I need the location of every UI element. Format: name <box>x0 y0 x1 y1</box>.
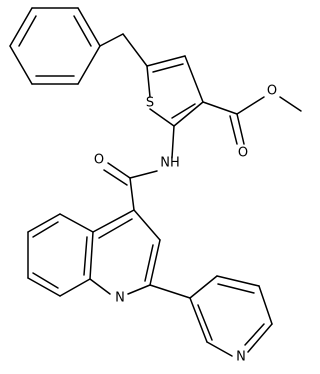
ester-carbonyl-oxygen-label: O <box>238 146 248 161</box>
benzyl-phenyl-ring <box>9 7 101 85</box>
amide-linkage <box>103 125 175 211</box>
sulfur-atom-label: S <box>146 96 154 111</box>
quinoline-benzo-ring <box>27 213 94 297</box>
thiophene-ring <box>146 55 204 127</box>
pyridine-nitrogen-label: N <box>236 350 246 365</box>
chemical-structure-diagram: S NH O O O N N <box>9 7 302 365</box>
quinoline-nitrogen-label: N <box>115 291 125 306</box>
methylene-linker <box>99 33 148 67</box>
amide-nh-label: NH <box>160 156 180 171</box>
pyridin-3-yl-ring <box>149 275 273 357</box>
amide-carbonyl-oxygen-label: O <box>94 153 104 168</box>
ester-ether-oxygen-label: O <box>267 84 277 99</box>
methyl-ester-group <box>202 96 302 145</box>
quinoline-pyridine-ring <box>89 209 161 295</box>
atom-labels: S NH O O O N N <box>94 84 277 365</box>
